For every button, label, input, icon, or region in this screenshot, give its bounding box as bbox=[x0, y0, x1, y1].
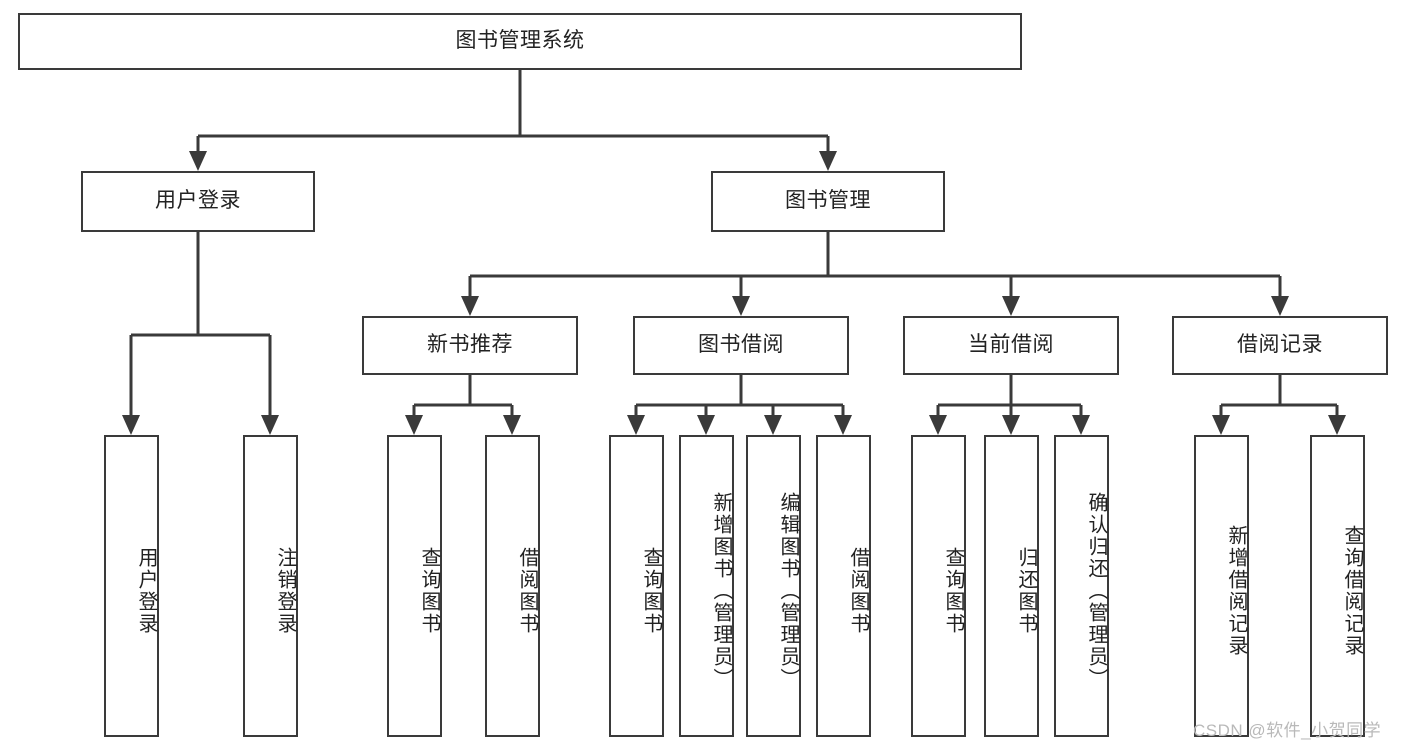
arrow-leaf-query-book-2 bbox=[627, 415, 645, 435]
arrow-leaf-add-borrow-record bbox=[1212, 415, 1230, 435]
node-book-manage: 图书管理 bbox=[711, 171, 945, 232]
arrow-leaf-user-login bbox=[122, 415, 140, 435]
arrow-leaf-borrow-book-2 bbox=[834, 415, 852, 435]
node-label: 图书管理 bbox=[785, 189, 871, 213]
node-leaf-add-borrow-record: 新增借阅记录 bbox=[1194, 435, 1249, 737]
node-label: 用户登录 bbox=[155, 189, 241, 213]
node-leaf-user-login: 用户登录 bbox=[104, 435, 159, 737]
node-borrow-record: 借阅记录 bbox=[1172, 316, 1388, 375]
node-label: 借阅记录 bbox=[1237, 333, 1323, 357]
node-user-login: 用户登录 bbox=[81, 171, 315, 232]
arrow-leaf-borrow-book-1 bbox=[503, 415, 521, 435]
node-book-borrow: 图书借阅 bbox=[633, 316, 849, 375]
node-label: 新书推荐 bbox=[427, 333, 513, 357]
node-leaf-confirm-return-admin: 确认归还（管理员） bbox=[1054, 435, 1109, 737]
node-label: 当前借阅 bbox=[968, 333, 1054, 357]
arrow-leaf-confirm-return-admin bbox=[1072, 415, 1090, 435]
arrow-book-manage bbox=[819, 151, 837, 171]
arrow-leaf-query-borrow-record bbox=[1328, 415, 1346, 435]
connector-group bbox=[122, 70, 1346, 435]
arrow-leaf-logout bbox=[261, 415, 279, 435]
node-root: 图书管理系统 bbox=[18, 13, 1022, 70]
node-leaf-query-book-3: 查询图书 bbox=[911, 435, 966, 737]
node-label: 注销登录 bbox=[274, 547, 296, 635]
node-label: 确认归还（管理员） bbox=[1085, 492, 1107, 690]
node-current-borrow: 当前借阅 bbox=[903, 316, 1119, 375]
arrow-leaf-edit-book-admin bbox=[764, 415, 782, 435]
node-leaf-borrow-book-1: 借阅图书 bbox=[485, 435, 540, 737]
arrow-leaf-query-book-1 bbox=[405, 415, 423, 435]
node-label: 借阅图书 bbox=[847, 547, 869, 635]
arrow-borrow-record bbox=[1271, 296, 1289, 316]
arrow-current-borrow bbox=[1002, 296, 1020, 316]
node-leaf-logout: 注销登录 bbox=[243, 435, 298, 737]
node-label: 新增图书（管理员） bbox=[710, 492, 732, 690]
node-new-book-recommend: 新书推荐 bbox=[362, 316, 578, 375]
node-leaf-query-book-1: 查询图书 bbox=[387, 435, 442, 737]
arrow-leaf-query-book-3 bbox=[929, 415, 947, 435]
node-label: 查询借阅记录 bbox=[1341, 525, 1363, 657]
node-leaf-return-book: 归还图书 bbox=[984, 435, 1039, 737]
node-label: 借阅图书 bbox=[516, 547, 538, 635]
node-label: 编辑图书（管理员） bbox=[777, 492, 799, 690]
arrow-user-login bbox=[189, 151, 207, 171]
node-leaf-add-book-admin: 新增图书（管理员） bbox=[679, 435, 734, 737]
node-label: 新增借阅记录 bbox=[1225, 525, 1247, 657]
node-label: 归还图书 bbox=[1015, 547, 1037, 635]
node-leaf-edit-book-admin: 编辑图书（管理员） bbox=[746, 435, 801, 737]
arrow-book-borrow bbox=[732, 296, 750, 316]
node-label: 图书管理系统 bbox=[455, 29, 585, 53]
node-label: 图书借阅 bbox=[698, 333, 784, 357]
arrow-new-book-recommend bbox=[461, 296, 479, 316]
node-leaf-query-book-2: 查询图书 bbox=[609, 435, 664, 737]
node-leaf-borrow-book-2: 借阅图书 bbox=[816, 435, 871, 737]
node-label: 查询图书 bbox=[640, 547, 662, 635]
node-leaf-query-borrow-record: 查询借阅记录 bbox=[1310, 435, 1365, 737]
node-label: 查询图书 bbox=[418, 547, 440, 635]
node-label: 查询图书 bbox=[942, 547, 964, 635]
arrow-leaf-return-book bbox=[1002, 415, 1020, 435]
node-label: 用户登录 bbox=[135, 547, 157, 635]
arrow-leaf-add-book-admin bbox=[697, 415, 715, 435]
csdn-watermark: CSDN @软件_小贺同学 bbox=[1193, 721, 1382, 740]
